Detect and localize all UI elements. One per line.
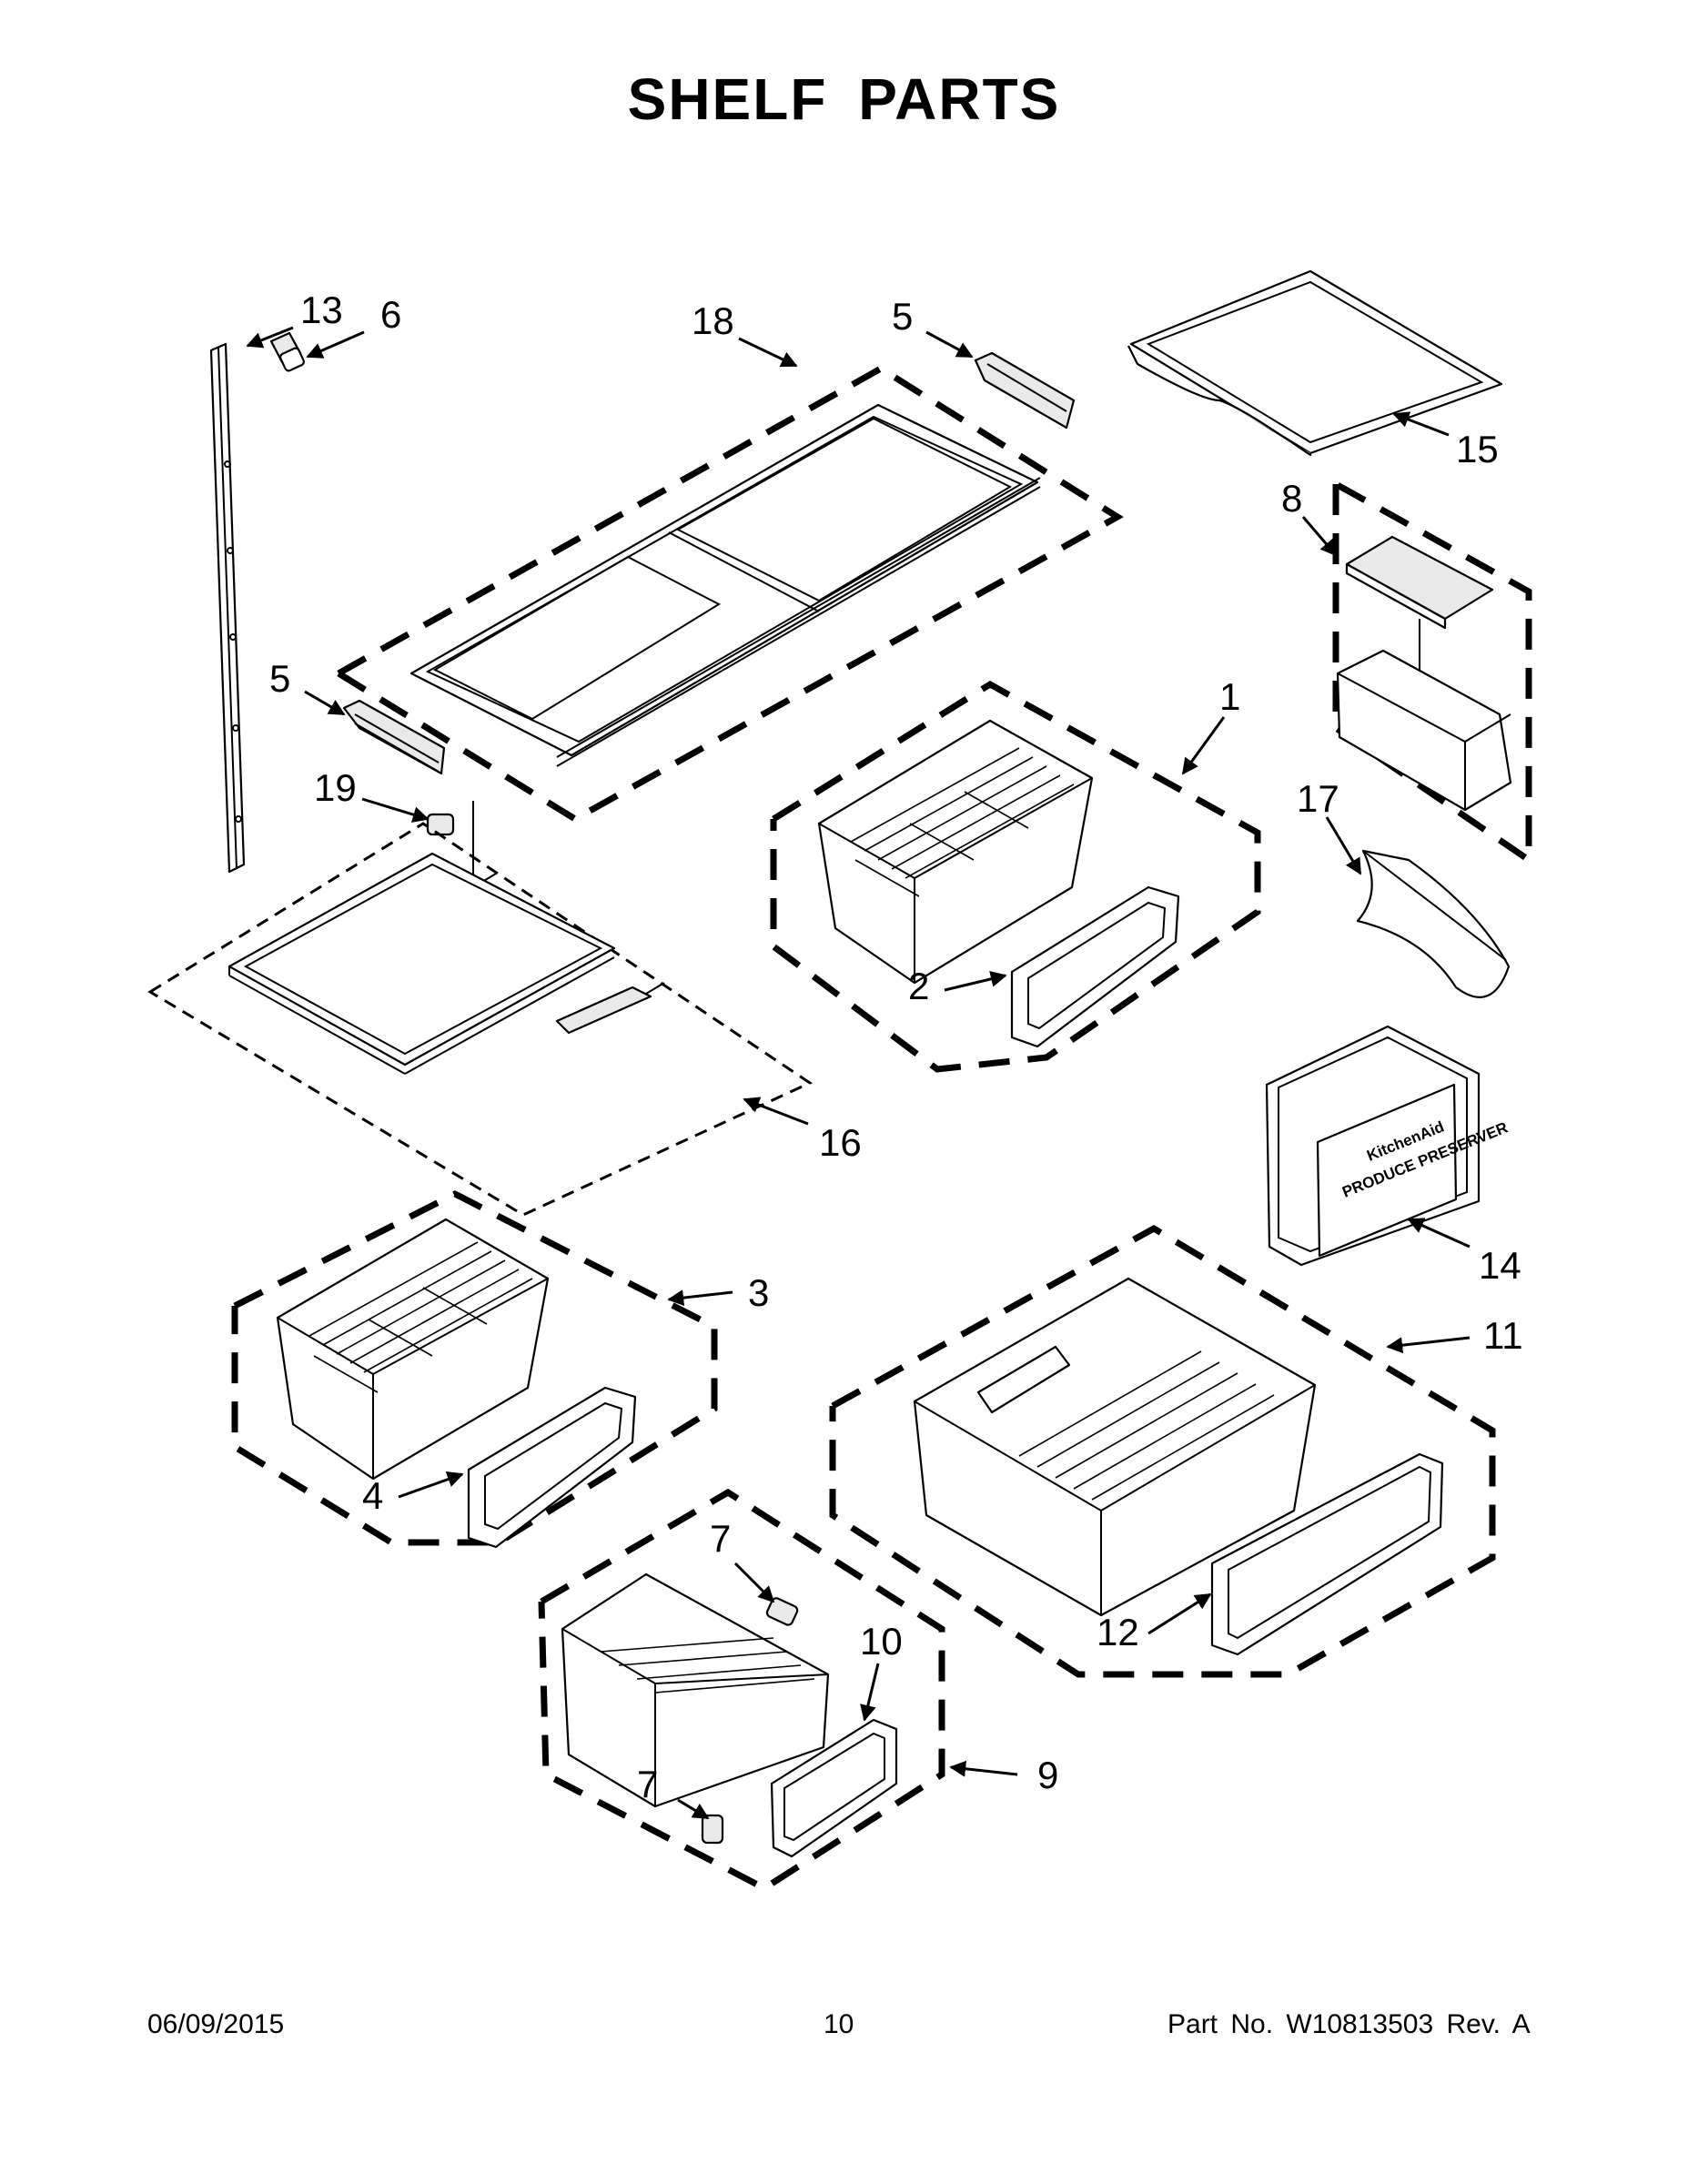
callout-3: 3	[748, 1271, 769, 1314]
group-outline-8	[1332, 480, 1532, 866]
small-drawer-9-part	[561, 1572, 830, 1808]
group-outline-3	[231, 1190, 718, 1546]
group-outline-1	[770, 680, 1261, 1073]
glass-shelf-part	[1127, 269, 1503, 457]
produce-preserver-bin-part: KitchenAid PRODUCE PRESERVER	[1265, 1025, 1511, 1267]
callout-11: 11	[1483, 1314, 1523, 1357]
group-outline-16	[147, 822, 814, 1217]
screw-part	[269, 331, 305, 372]
screw-7-top-part	[765, 1597, 799, 1626]
shelf-rail-part	[209, 342, 246, 874]
crisper-cover-shelf-part	[409, 403, 1041, 767]
callout-2: 2	[908, 965, 929, 1007]
callout-6: 6	[380, 293, 401, 336]
shelf-bracket-part	[555, 982, 665, 1035]
drawer-front-12-part	[1210, 1452, 1444, 1656]
callout-5-top: 5	[892, 295, 913, 338]
callout-14: 14	[1479, 1244, 1521, 1287]
callout-12: 12	[1097, 1611, 1139, 1653]
drawer-front-4-part	[467, 1386, 637, 1549]
callout-9: 9	[1037, 1754, 1058, 1796]
group-outline-11	[829, 1224, 1496, 1678]
callout-13: 13	[300, 288, 343, 331]
callout-8: 8	[1281, 477, 1302, 520]
curved-cover-part	[1356, 849, 1511, 998]
callout-19: 19	[314, 766, 357, 809]
group-outline-9	[538, 1488, 945, 1893]
callout-1: 1	[1219, 675, 1240, 718]
footer-date: 06/09/2015	[147, 2009, 285, 2039]
end-cap-top-part	[974, 351, 1076, 430]
callout-4: 4	[362, 1474, 383, 1517]
small-bin-lid-part	[1345, 535, 1494, 673]
footer-part-number: Part No. W10813503 Rev. A	[1167, 2009, 1531, 2039]
group-outline-18	[332, 364, 1124, 824]
drawer-front-2-part	[1010, 885, 1180, 1048]
callout-leaders	[246, 326, 1471, 1820]
callout-5-left: 5	[269, 657, 290, 700]
callout-7-top: 7	[710, 1517, 731, 1560]
callout-15: 15	[1456, 428, 1499, 470]
screw-7-bottom-part	[701, 1814, 724, 1845]
glass-shelf-16-part	[227, 852, 616, 1075]
callout-17: 17	[1297, 777, 1339, 820]
large-crisper-drawer-part	[913, 1277, 1317, 1617]
callout-16: 16	[819, 1121, 862, 1164]
crisper-drawer-3-part	[276, 1218, 550, 1481]
crisper-drawer-1-part	[817, 719, 1094, 985]
small-bin-part	[1336, 649, 1512, 812]
callout-10: 10	[860, 1620, 903, 1663]
callout-labels: 13 6 18 5 15 8 5 1 19 17 2 16 14 3 11 4 …	[269, 288, 1523, 1805]
footer-page-number: 10	[824, 2009, 854, 2039]
end-cap-left-part	[342, 699, 446, 775]
callout-18: 18	[692, 299, 734, 342]
page-title: SHELF PARTS	[627, 66, 1061, 132]
callout-7-bottom: 7	[637, 1763, 658, 1805]
